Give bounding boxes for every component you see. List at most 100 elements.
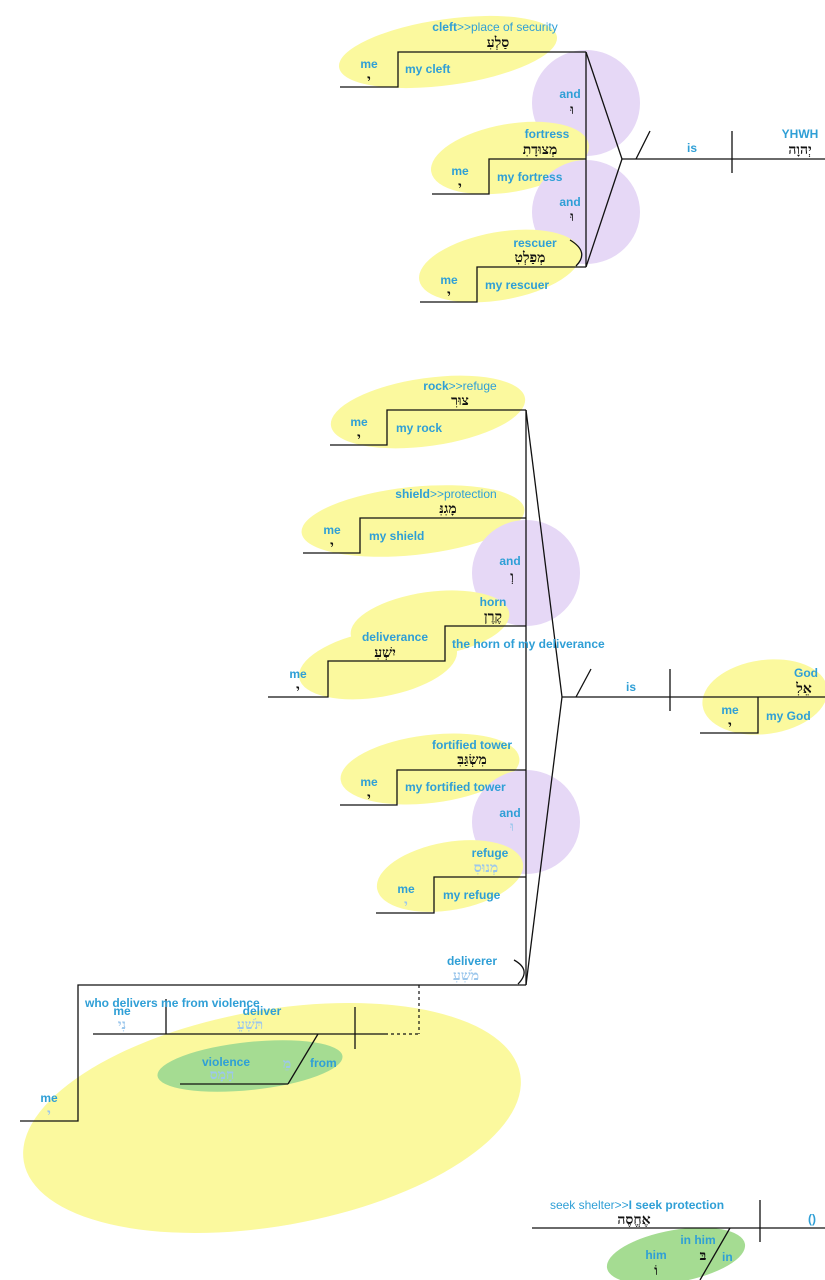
and-hebrew-1: וּ (569, 102, 574, 118)
from-label: from (310, 1056, 337, 1070)
seek-hebrew: אֶחֱסֶה (617, 1212, 650, 1228)
shield-hebrew: מָגִנִּ (439, 501, 456, 517)
my-shield-label: my shield (369, 529, 424, 543)
top-clause-lines (340, 51, 825, 303)
cleft-gloss: cleft>>place of security (432, 20, 557, 34)
group-rescuer (419, 229, 581, 303)
deliver-hebrew: תֹּשִׁעֵ (237, 1017, 263, 1033)
seek-shelter-word: seek shelter (550, 1198, 615, 1212)
cleft-arrow-gloss: >>place of security (457, 20, 558, 34)
my-rock-label: my rock (396, 421, 442, 435)
rescuer-label: rescuer (513, 236, 557, 250)
me-object-hebrew: נִי (118, 1017, 126, 1033)
group-in-him (606, 1227, 746, 1280)
me-label-2: me (451, 164, 469, 178)
in-label: in (722, 1250, 733, 1264)
me-refuge-hebrew: י (404, 897, 408, 913)
middle-clause-lines (20, 409, 825, 1122)
me-bottom-hebrew: י (47, 1106, 51, 1122)
cleft-word: cleft (432, 20, 457, 34)
me-deliverance-label: me (289, 667, 307, 681)
my-tower-label: my fortified tower (405, 780, 506, 794)
violence-hebrew: חָמָס (210, 1067, 235, 1083)
shield-word: shield (395, 487, 430, 501)
who-delivers-label: who delivers me from violence (84, 996, 260, 1010)
horn-of-deliverance-label: the horn of my deliverance (452, 637, 605, 651)
and-label-2: and (559, 195, 580, 209)
me-object-label: me (113, 1004, 131, 1018)
tower-hebrew: מִשְׂגַּבִּ (457, 752, 487, 768)
horn-hebrew: קֶרֶן (484, 609, 502, 625)
me-rock-hebrew: י (357, 430, 361, 446)
is-label-1: is (687, 141, 697, 155)
rescuer-hebrew: מְפַלְטִ (515, 250, 546, 266)
god-hebrew: אֵלִ (795, 681, 812, 697)
me-hebrew-1: י (367, 72, 371, 88)
god-label: God (794, 666, 818, 680)
cleft-hebrew: סַלְעִ (487, 35, 509, 51)
in-him-label: in him (680, 1233, 715, 1247)
refuge-hebrew: מְנוּסִ (474, 860, 498, 876)
from-hebrew: מֵ (283, 1056, 291, 1072)
and-hebrew-2: וּ (569, 209, 574, 225)
me-hebrew-3: י (447, 287, 451, 303)
seek-protection-word: I seek protection (629, 1198, 724, 1212)
deliverance-hebrew: יִשְׁעִ (374, 645, 396, 661)
me-rock-label: me (350, 415, 368, 429)
deliver-label: deliver (243, 1004, 282, 1018)
refuge-label: refuge (472, 846, 509, 860)
me-god-label: me (721, 703, 739, 717)
me-label-3: me (440, 273, 458, 287)
me-shield-label: me (323, 523, 341, 537)
him-label: him (645, 1248, 666, 1262)
my-rescuer-label: my rescuer (485, 278, 549, 292)
deliverer-label: deliverer (447, 954, 497, 968)
horn-label: horn (480, 595, 507, 609)
me-bottom-label: me (40, 1091, 58, 1105)
him-hebrew: וֹ (654, 1263, 658, 1279)
group-refuge (376, 840, 524, 912)
group-deliverer-clause (23, 1002, 521, 1234)
group-violence (157, 1040, 343, 1092)
is-label-2: is (626, 680, 636, 694)
group-tower (340, 733, 520, 805)
violence-label: violence (202, 1055, 250, 1069)
shield-gloss: shield>>protection (395, 487, 496, 501)
rock-arrow-gloss: >>refuge (449, 379, 497, 393)
my-refuge-label: my refuge (443, 888, 501, 902)
fortress-label: fortress (525, 127, 570, 141)
empty-subject: () (808, 1212, 816, 1226)
my-god-label: my God (766, 709, 811, 723)
my-fortress-label: my fortress (497, 170, 563, 184)
and-label-1: and (559, 87, 580, 101)
tower-label: fortified tower (432, 738, 512, 752)
me-refuge-label: me (397, 882, 415, 896)
group-shield (301, 485, 525, 557)
and-label-3: and (499, 554, 520, 568)
deliverer-hebrew: מֹשִׁעִ (453, 968, 479, 984)
seek-arrow: >> (615, 1198, 629, 1212)
seek-gloss: seek shelter>>I seek protection (550, 1198, 724, 1212)
me-label-1: me (360, 57, 378, 71)
rock-gloss: rock>>refuge (423, 379, 497, 393)
in-hebrew: בּ (700, 1248, 707, 1264)
bottom-clause-lines (532, 1200, 825, 1280)
yhwh-label: YHWH (782, 127, 819, 141)
fortress-hebrew: מְצוּדָתִ (523, 142, 558, 158)
my-cleft-label: my cleft (405, 62, 450, 76)
deliverance-label: deliverance (362, 630, 428, 644)
group-rock (330, 375, 526, 449)
me-shield-hebrew: י (330, 538, 334, 554)
rock-word: rock (423, 379, 449, 393)
and-label-4: and (499, 806, 520, 820)
me-tower-hebrew: י (367, 790, 371, 806)
and-hebrew-3: וְ (510, 569, 514, 585)
shield-arrow-gloss: >>protection (430, 487, 497, 501)
me-deliverance-hebrew: י (296, 682, 300, 698)
group-deliverance (299, 628, 457, 700)
yhwh-hebrew: יְהוָה (788, 142, 811, 158)
me-god-hebrew: י (728, 718, 732, 734)
me-tower-label: me (360, 775, 378, 789)
